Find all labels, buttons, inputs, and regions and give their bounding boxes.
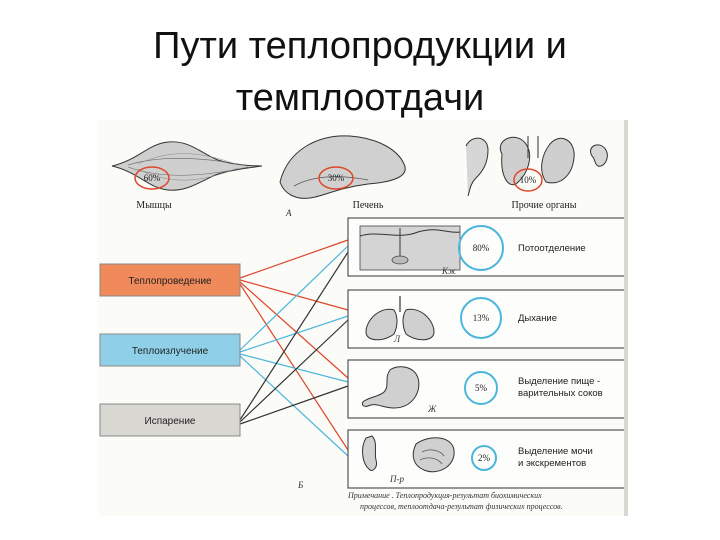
- percent-ring-sweating: [458, 225, 504, 271]
- slide-title: Пути теплопродукции и темплоотдачи: [0, 20, 720, 124]
- organ-label-liver: Печень: [353, 200, 384, 211]
- conduction-label: Теплопроведение: [128, 276, 212, 287]
- organ-letter-intestine: П-р: [389, 474, 404, 484]
- percent-ring-excretion: [471, 445, 497, 471]
- output-label-sweating: Потоотделение: [518, 243, 586, 254]
- output-box-excretion: [347, 429, 627, 489]
- organ-letter-lungs: Л: [393, 334, 401, 344]
- diagram-figure: 60% Мышцы 30% Печень А 10% Прочие органы: [98, 120, 628, 516]
- organ-letter-skin: Кж: [441, 266, 457, 276]
- other-organs-icon: [465, 136, 608, 197]
- organ-label-other: Прочие органы: [512, 200, 577, 211]
- percent-ring-other: [513, 168, 543, 192]
- percent-ring-digestive: [464, 371, 498, 405]
- radiation-label: Теплоизлучение: [132, 346, 209, 357]
- percent-liver: 30%: [328, 173, 345, 183]
- percent-breathing: 13%: [473, 313, 490, 323]
- muscle-icon: [111, 141, 263, 191]
- note-line-1: Примечание . Теплопродукция-результат би…: [347, 491, 542, 500]
- percent-excretion: 2%: [478, 453, 491, 463]
- connector-lines: [239, 239, 349, 457]
- intestine-icon: [362, 435, 455, 473]
- percent-ring-liver: [318, 166, 354, 190]
- panel-letter-b: Б: [297, 480, 304, 490]
- organ-label-muscle: Мышцы: [136, 200, 172, 211]
- heat-diagram: 60% Мышцы 30% Печень А 10% Прочие органы: [99, 135, 627, 511]
- output-label-digestive-2: варительных соков: [518, 388, 603, 399]
- title-line-2: темплоотдачи: [235, 77, 485, 119]
- panel-letter-a: А: [285, 208, 292, 218]
- output-label-excretion-2: и экскрементов: [518, 458, 586, 469]
- figure-edge: [624, 120, 628, 516]
- percent-ring-muscle: [134, 166, 170, 190]
- evaporation-label: Испарение: [145, 416, 196, 427]
- percent-muscle: 60%: [144, 173, 161, 183]
- percent-digestive: 5%: [475, 383, 488, 393]
- evaporation-box: [99, 403, 241, 437]
- title-line-1: Пути теплопродукции и: [153, 25, 567, 67]
- stomach-icon: [361, 366, 420, 409]
- output-label-breathing: Дыхание: [518, 313, 557, 324]
- percent-sweating: 80%: [473, 243, 490, 253]
- radiation-box: [99, 333, 241, 367]
- output-label-digestive-1: Выделение пище -: [518, 376, 600, 387]
- lungs-icon: [365, 296, 435, 341]
- note-line-2: процессов, теплоотдача-результат физичес…: [360, 502, 563, 511]
- organ-letter-stomach: Ж: [427, 404, 437, 414]
- percent-other: 10%: [520, 175, 537, 185]
- skin-icon: [359, 225, 461, 271]
- percent-ring-breathing: [460, 297, 502, 339]
- output-label-excretion-1: Выделение мочи: [518, 446, 593, 457]
- conduction-box: [99, 263, 241, 297]
